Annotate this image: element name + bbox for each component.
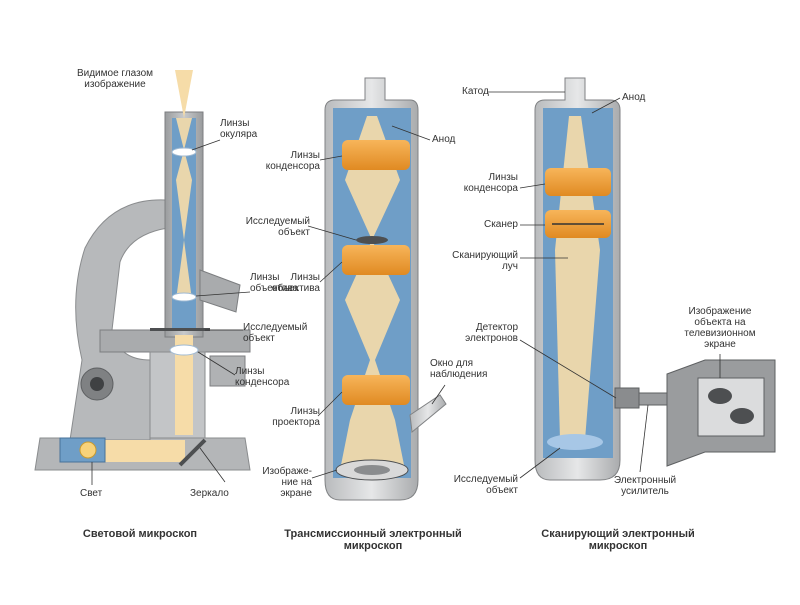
tem-condenser-lens: [342, 140, 410, 170]
label-tem-specimen: Исследуемый объект: [245, 216, 310, 238]
label-sem-beam: Сканирующий луч: [452, 250, 518, 272]
label-sem-detector: Детектор электронов: [465, 322, 518, 344]
label-specimen-light: Исследуемый объект: [243, 322, 308, 344]
eye-light-cone: [175, 70, 193, 118]
label-sem-condenser: Линзы конденсора: [463, 172, 518, 194]
objective-lens: [171, 292, 197, 302]
tv-cell-1: [708, 388, 732, 404]
tem-leaders: [307, 125, 446, 479]
amplifier-cable: [638, 392, 670, 406]
vertical-beam: [175, 335, 193, 435]
bulb-icon: [79, 441, 97, 459]
label-sem-specimen: Исследуемый объект: [453, 474, 518, 496]
label-light: Свет: [80, 488, 103, 499]
sem-condenser-lens: [545, 168, 611, 196]
mirror: [178, 438, 207, 467]
label-mirror: Зеркало: [190, 488, 229, 499]
label-tem-projector: Линзы проектора: [272, 406, 320, 428]
label-sem-tv-image: Изображение объекта на телевизионном экр…: [684, 306, 756, 350]
transmission-microscope: [307, 77, 447, 501]
condenser-lens: [169, 344, 199, 356]
label-tem-anode: Анод: [432, 134, 456, 145]
caption-light: Световой микроскоп: [82, 528, 198, 540]
tem-specimen: [356, 236, 388, 244]
tem-beam: [340, 116, 405, 470]
label-tem-condenser: Линзы конденсора: [265, 150, 320, 172]
electron-detector: [614, 387, 640, 409]
label-tem-window: Окно для наблюдения: [430, 358, 488, 380]
caption-tem: Трансмиссионный электронный микроскоп: [284, 528, 462, 552]
label-eye-image: Видимое глазом изображение: [76, 68, 154, 90]
tv-screen: [697, 377, 765, 437]
light-microscope: [34, 70, 251, 485]
condenser-knob: [209, 355, 246, 387]
scanning-microscope: [488, 77, 776, 481]
label-tem-screen: Изображе- ние на экране: [262, 466, 312, 499]
tem-objective-lens: [342, 245, 410, 275]
objective-turret: [199, 269, 241, 313]
label-sem-anode: Анод: [622, 92, 646, 103]
label-objective: Линзы объектива: [250, 272, 299, 294]
tem-projector-lens: [342, 375, 410, 405]
observation-window: [409, 394, 447, 433]
sem-specimen: [547, 434, 603, 450]
label-sem-amplifier: Электронный усилитель: [613, 475, 677, 497]
label-condenser-light: Линзы конденсора: [235, 366, 290, 388]
light-leaders: [91, 139, 251, 485]
label-sem-scanner: Сканер: [483, 219, 518, 230]
label-sem-cathode: Катод: [462, 86, 489, 97]
label-tem-objective: Линзы объектива: [271, 272, 320, 294]
lamp-box: [59, 437, 106, 463]
tv-cell-2: [730, 408, 754, 424]
specimen-slide: [150, 328, 210, 331]
tube-beam: [176, 118, 192, 300]
eyepiece-lens: [171, 147, 197, 157]
focus-knob-center: [90, 377, 104, 391]
sem-leaders: [488, 91, 721, 479]
sem-beam: [555, 116, 600, 440]
caption-sem: Сканирующий электронный микроскоп: [541, 528, 695, 552]
tem-screen-image: [354, 465, 390, 475]
label-eyepiece: Линзы окуляра: [220, 118, 258, 140]
